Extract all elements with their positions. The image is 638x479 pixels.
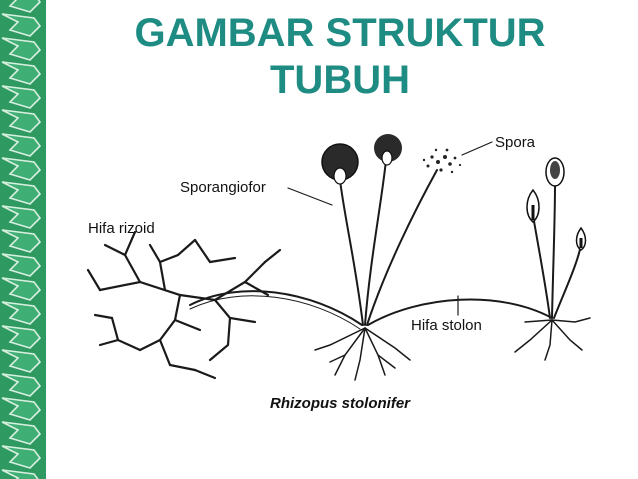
border-leaf	[1, 37, 42, 61]
spora-dispersed	[422, 148, 462, 174]
border-leaf	[1, 109, 42, 133]
sporangium-young-3	[575, 226, 587, 251]
sporangiofor-2	[364, 159, 387, 326]
caption-species: Rhizopus stolonifer	[270, 395, 411, 412]
sporangiofor-1	[339, 179, 364, 326]
decorative-border	[0, 0, 46, 479]
border-leaf	[1, 181, 42, 205]
border-leaf	[1, 277, 42, 301]
title-line-1: GAMBAR STRUKTUR	[134, 11, 546, 55]
label-hifa-rizoid: Hifa rizoid	[88, 220, 155, 237]
rhizoid-right	[514, 317, 591, 361]
leader-spora	[461, 141, 493, 156]
hifa-rizoid-network	[86, 230, 282, 380]
border-leaf	[8, 0, 42, 13]
border-leaf	[1, 253, 42, 277]
sporangiofor-3	[366, 169, 438, 326]
sporangium-young-1	[526, 188, 540, 223]
stolon-right	[367, 298, 553, 326]
border-leaf	[1, 469, 39, 479]
border-leaf	[1, 13, 42, 37]
sporangiofor-4	[532, 214, 551, 319]
border-leaf	[1, 421, 42, 445]
sporangiofor-6	[553, 244, 582, 319]
border-leaf	[1, 325, 42, 349]
border-leaf	[1, 349, 42, 373]
title-line-2: TUBUH	[270, 58, 410, 102]
border-leaf	[1, 397, 42, 421]
sporangium-young-2	[545, 157, 565, 187]
border-leaf	[1, 373, 42, 397]
border-leaf	[1, 301, 42, 325]
border-leaf	[1, 445, 42, 469]
sporangiofor-5	[551, 184, 556, 319]
border-leaf	[1, 205, 42, 229]
stolon-left	[189, 290, 363, 326]
sporangium-2	[374, 134, 402, 166]
label-sporangiofor: Sporangiofor	[180, 179, 266, 196]
border-leaf	[1, 229, 42, 253]
sporangium-1	[321, 143, 359, 185]
border-leaf	[1, 157, 42, 181]
border-leaf	[1, 133, 42, 157]
rhizoid-central	[314, 327, 411, 381]
border-leaf	[1, 61, 42, 85]
slide-title: GAMBAR STRUKTUR TUBUH	[105, 10, 575, 104]
border-leaf	[1, 85, 42, 109]
stolon-left-inner	[189, 295, 361, 330]
label-spora: Spora	[495, 134, 536, 151]
label-hifa-stolon: Hifa stolon	[411, 317, 482, 334]
leader-sporangiofor	[287, 187, 333, 206]
